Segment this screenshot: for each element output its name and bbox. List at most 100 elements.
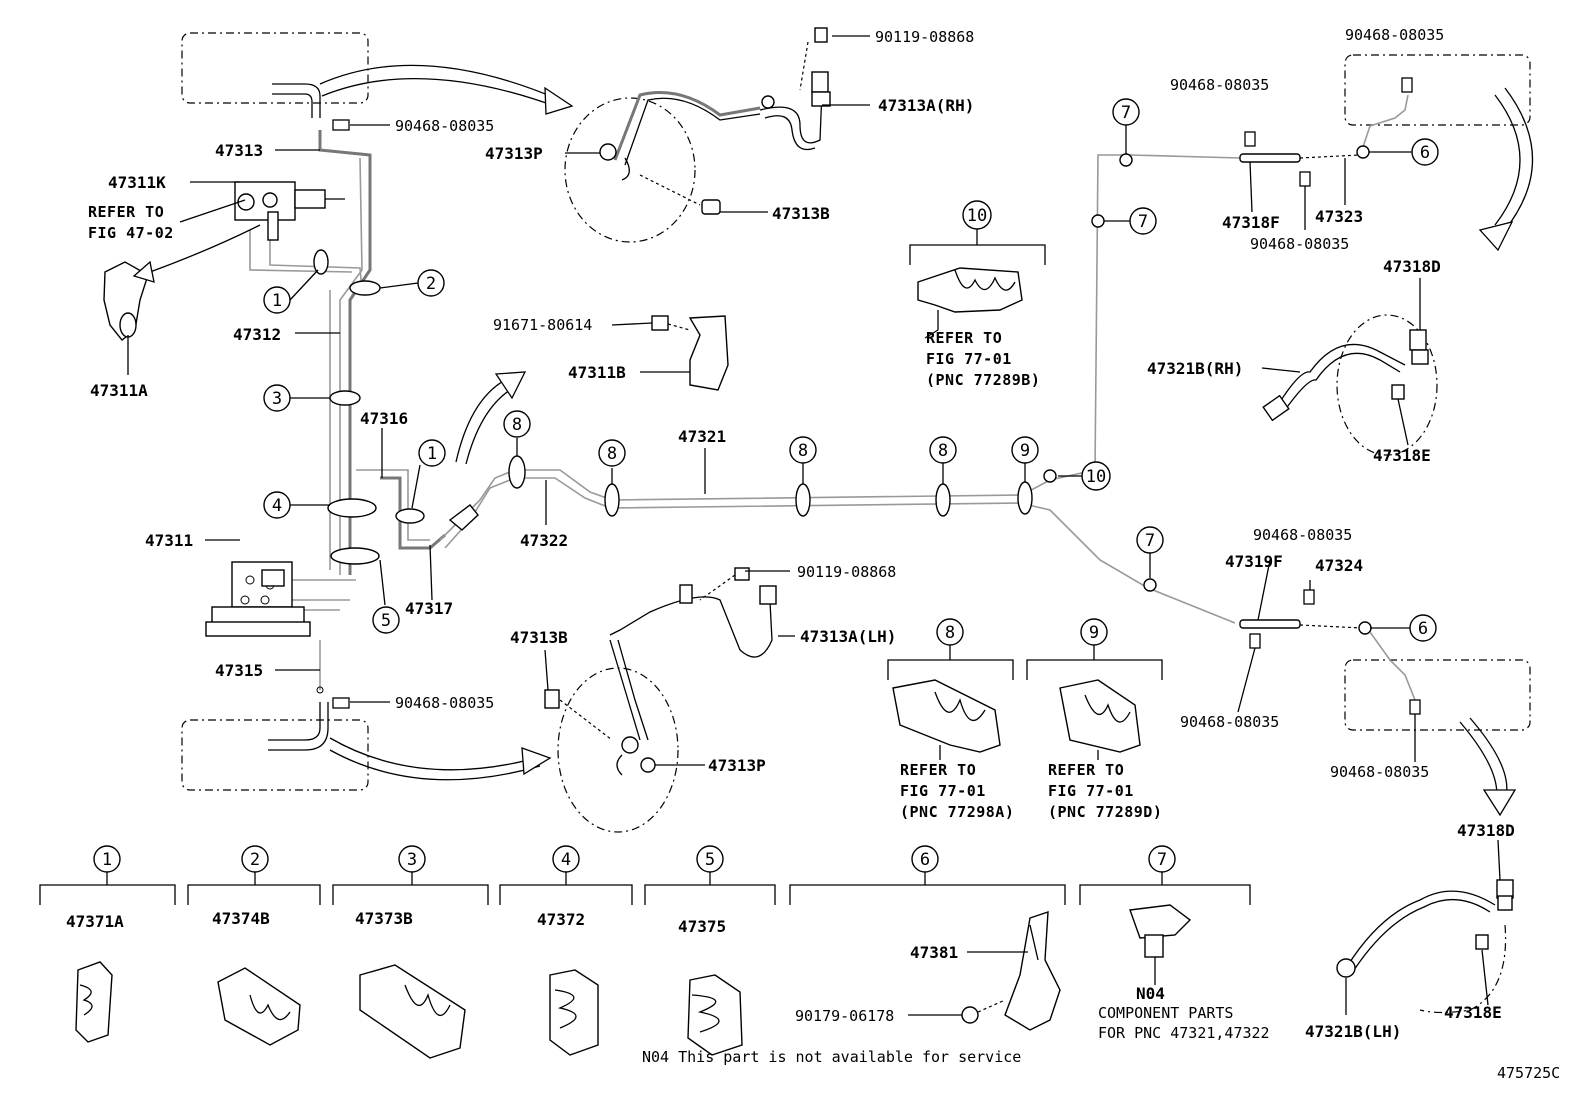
callout-5-a-label: 5 — [381, 611, 391, 631]
label-47373B: 47373B — [355, 909, 413, 928]
clamp-47373B — [359, 964, 466, 1059]
label-fig-77-01-8: FIG 77-01 — [900, 782, 986, 800]
callout-8-e-label: 8 — [945, 623, 955, 643]
label-47313B-mid: 47313B — [510, 628, 568, 647]
label-fig-77-01-9: FIG 77-01 — [1048, 782, 1134, 800]
label-47316: 47316 — [360, 409, 408, 428]
label-47321: 47321 — [678, 427, 726, 446]
callout-9-a — [1011, 436, 1039, 464]
callout-5-legend-label: 5 — [705, 850, 715, 870]
clamp-group-8 — [887, 645, 1014, 760]
callout-6-b-label: 6 — [1418, 619, 1428, 639]
callout-2-legend — [241, 845, 269, 873]
label-fig-77-01-10: FIG 77-01 — [926, 350, 1012, 368]
label-90468-bottom-left: 90468-08035 — [395, 694, 494, 712]
clamp-group-9 — [1026, 645, 1163, 760]
clamp-47374B — [217, 967, 301, 1046]
label-for-pnc: FOR PNC 47321,47322 — [1098, 1024, 1270, 1042]
label-refer-to-47-02: REFER TO — [88, 203, 164, 221]
callout-7-c — [1136, 526, 1164, 554]
label-47375: 47375 — [678, 917, 726, 936]
label-47324: 47324 — [1315, 556, 1363, 575]
detail-box-bottom-left — [181, 686, 552, 791]
callout-6-legend-label: 6 — [920, 850, 930, 870]
clamp-47372 — [549, 969, 599, 1056]
callout-10-b — [962, 200, 992, 230]
label-90468-top-left: 90468-08035 — [395, 117, 494, 135]
callout-7-b-label: 7 — [1138, 212, 1148, 232]
label-90468-rm2: 90468-08035 — [1180, 713, 1279, 731]
callout-circles: 1 2 3 4 5 1 8 8 8 8 9 10 10 7 7 6 7 6 — [93, 98, 1439, 873]
right-mid-fittings — [1239, 589, 1372, 649]
label-47318E-top: 47318E — [1373, 446, 1431, 465]
label-90468-rm3: 90468-08035 — [1330, 763, 1429, 781]
label-47318F: 47318F — [1222, 213, 1280, 232]
callout-9-a-label: 9 — [1020, 441, 1030, 461]
label-90119-08868-mid: 90119-08868 — [797, 563, 896, 581]
callout-10-a-label: 10 — [1086, 467, 1106, 487]
label-47374B: 47374B — [212, 909, 270, 928]
label-47318D-top: 47318D — [1383, 257, 1441, 276]
callout-2-a-label: 2 — [426, 274, 436, 294]
label-pnc-77289D: (PNC 77289D) — [1048, 803, 1162, 821]
label-90119-08868-top: 90119-08868 — [875, 28, 974, 46]
main-brake-line — [439, 153, 1241, 624]
callout-1-a — [263, 286, 291, 314]
callout-6-b — [1409, 614, 1437, 642]
clip-small-icons — [332, 119, 350, 709]
detail-box-top-left — [181, 32, 574, 118]
callout-10-b-label: 10 — [967, 206, 987, 226]
callout-8-a-label: 8 — [512, 415, 522, 435]
label-47313B-top: 47313B — [772, 204, 830, 223]
label-47318D-bot: 47318D — [1457, 821, 1515, 840]
label-47313P-mid: 47313P — [708, 756, 766, 775]
label-47313A-rh: 47313A(RH) — [878, 96, 974, 115]
label-refer-to-9: REFER TO — [1048, 761, 1124, 779]
callout-3-a-label: 3 — [272, 389, 282, 409]
callout-8-b — [598, 439, 626, 467]
leader-lines — [127, 35, 1501, 1016]
callout-1-a-label: 1 — [272, 291, 282, 311]
callout-8-b-label: 8 — [607, 444, 617, 464]
label-47311K: 47311K — [108, 173, 166, 192]
label-47319F: 47319F — [1225, 552, 1283, 571]
flex-hose-lh — [544, 567, 777, 833]
callout-1-legend-label: 1 — [102, 850, 112, 870]
label-47312: 47312 — [233, 325, 281, 344]
detail-box-mid-right — [1344, 631, 1531, 817]
label-47371A: 47371A — [66, 912, 124, 931]
bracket-47311B — [651, 315, 729, 391]
abs-actuator — [205, 561, 311, 637]
callout-8-e — [936, 618, 964, 646]
label-N04: N04 — [1136, 984, 1165, 1003]
callout-7-c-label: 7 — [1145, 531, 1155, 551]
clamp-markers-left — [313, 249, 425, 565]
callout-8-c-label: 8 — [798, 441, 808, 461]
callout-8-a — [503, 410, 531, 438]
callout-6-a-label: 6 — [1420, 143, 1430, 163]
label-90468-rt2: 90468-08035 — [1170, 76, 1269, 94]
callout-7-a-label: 7 — [1121, 103, 1131, 123]
clip-N04 — [1129, 904, 1192, 958]
label-figure-id: 475725C — [1497, 1064, 1560, 1082]
label-90468-rm1: 90468-08035 — [1253, 526, 1352, 544]
label-47321B-lh: 47321B(LH) — [1305, 1022, 1401, 1041]
callout-1-legend — [93, 845, 121, 873]
flex-hose-right-lh — [1336, 879, 1514, 1014]
callout-7-legend-label: 7 — [1157, 850, 1167, 870]
label-refer-to-8: REFER TO — [900, 761, 976, 779]
label-47313: 47313 — [215, 141, 263, 160]
label-47311: 47311 — [145, 531, 193, 550]
label-47311A: 47311A — [90, 381, 148, 400]
callout-2-legend-label: 2 — [250, 850, 260, 870]
label-pnc-77289B: (PNC 77289B) — [926, 371, 1040, 389]
flex-hose-right-rh — [1262, 314, 1438, 456]
callout-9-b-label: 9 — [1089, 623, 1099, 643]
label-47381: 47381 — [910, 943, 958, 962]
callout-4-a-label: 4 — [272, 496, 282, 516]
callout-8-d-label: 8 — [938, 441, 948, 461]
callout-1-b — [418, 439, 446, 467]
label-90468-rt1: 90468-08035 — [1345, 26, 1444, 44]
label-47322: 47322 — [520, 531, 568, 550]
